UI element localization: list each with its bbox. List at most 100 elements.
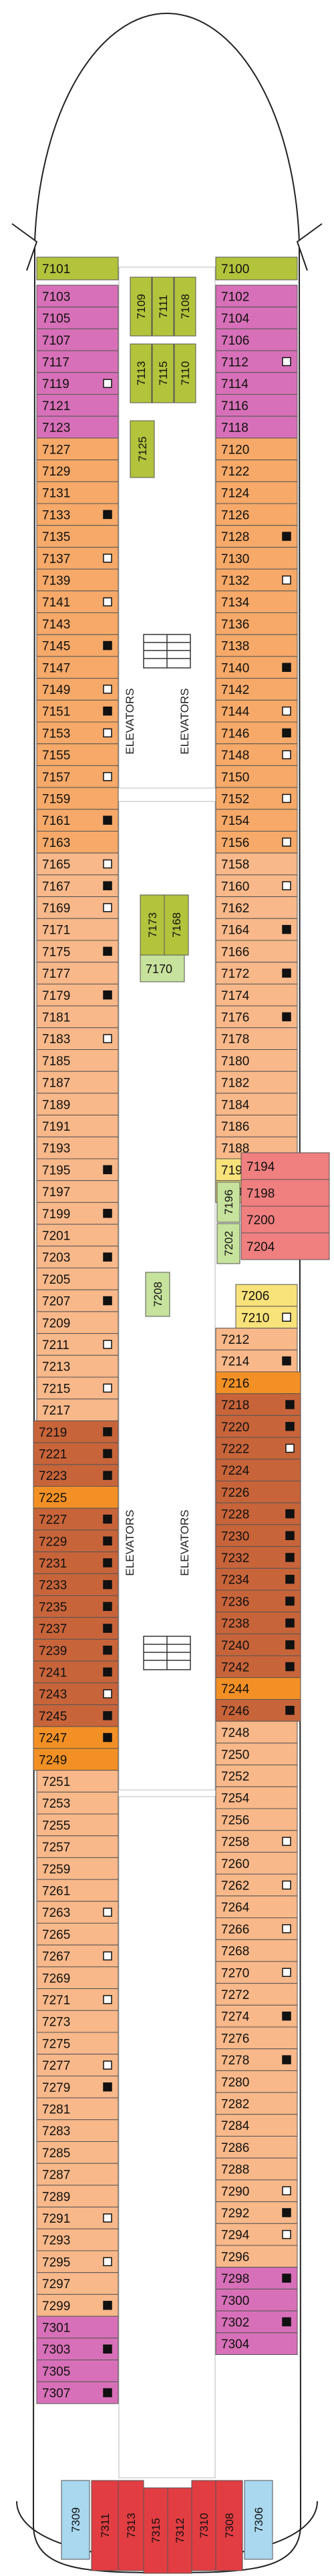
cabin-7175[interactable]: 7175 bbox=[36, 940, 119, 963]
cabin-7312[interactable]: 7312 bbox=[167, 2487, 192, 2574]
cabin-7170[interactable]: 7170 bbox=[140, 954, 185, 982]
cabin-7235[interactable]: 7235 bbox=[33, 1595, 119, 1618]
cabin-7291[interactable]: 7291 bbox=[36, 2207, 119, 2229]
cabin-7118[interactable]: 7118 bbox=[215, 415, 298, 439]
cabin-7148[interactable]: 7148 bbox=[215, 743, 298, 766]
cabin-7197[interactable]: 7197 bbox=[36, 1180, 119, 1203]
cabin-7245[interactable]: 7245 bbox=[33, 1704, 119, 1727]
cabin-7158[interactable]: 7158 bbox=[215, 852, 298, 876]
cabin-7290[interactable]: 7290 bbox=[215, 2179, 298, 2203]
cabin-7125[interactable]: 7125 bbox=[130, 420, 155, 478]
cabin-7144[interactable]: 7144 bbox=[215, 699, 298, 723]
cabin-7238[interactable]: 7238 bbox=[215, 1612, 301, 1634]
cabin-7289[interactable]: 7289 bbox=[36, 2185, 119, 2208]
cabin-7103[interactable]: 7103 bbox=[36, 285, 119, 308]
cabin-7311[interactable]: 7311 bbox=[91, 2480, 119, 2571]
cabin-7142[interactable]: 7142 bbox=[215, 678, 298, 701]
cabin-7134[interactable]: 7134 bbox=[215, 590, 298, 613]
cabin-7225[interactable]: 7225 bbox=[33, 1486, 119, 1509]
cabin-7237[interactable]: 7237 bbox=[33, 1617, 119, 1640]
cabin-7161[interactable]: 7161 bbox=[36, 809, 119, 832]
cabin-7232[interactable]: 7232 bbox=[215, 1546, 301, 1569]
cabin-7223[interactable]: 7223 bbox=[33, 1464, 119, 1487]
cabin-7295[interactable]: 7295 bbox=[36, 2250, 119, 2273]
cabin-7112[interactable]: 7112 bbox=[215, 350, 298, 373]
cabin-7120[interactable]: 7120 bbox=[215, 437, 298, 461]
cabin-7189[interactable]: 7189 bbox=[36, 1093, 119, 1116]
cabin-7277[interactable]: 7277 bbox=[36, 2054, 119, 2076]
cabin-7305[interactable]: 7305 bbox=[36, 2360, 119, 2382]
cabin-7102[interactable]: 7102 bbox=[215, 285, 298, 308]
cabin-7263[interactable]: 7263 bbox=[36, 1901, 119, 1924]
cabin-7110[interactable]: 7110 bbox=[174, 343, 196, 403]
cabin-7259[interactable]: 7259 bbox=[36, 1857, 119, 1880]
cabin-7283[interactable]: 7283 bbox=[36, 2119, 119, 2143]
cabin-7113[interactable]: 7113 bbox=[130, 343, 152, 403]
cabin-7163[interactable]: 7163 bbox=[36, 831, 119, 854]
cabin-7222[interactable]: 7222 bbox=[215, 1437, 301, 1460]
cabin-7260[interactable]: 7260 bbox=[215, 1851, 298, 1875]
cabin-7240[interactable]: 7240 bbox=[215, 1633, 301, 1656]
cabin-7157[interactable]: 7157 bbox=[36, 765, 119, 788]
cabin-7280[interactable]: 7280 bbox=[215, 2070, 298, 2093]
cabin-7293[interactable]: 7293 bbox=[36, 2228, 119, 2251]
cabin-7151[interactable]: 7151 bbox=[36, 699, 119, 723]
cabin-7230[interactable]: 7230 bbox=[215, 1524, 301, 1547]
cabin-7130[interactable]: 7130 bbox=[215, 546, 298, 570]
cabin-7219[interactable]: 7219 bbox=[33, 1420, 119, 1443]
cabin-7143[interactable]: 7143 bbox=[36, 612, 119, 635]
cabin-7254[interactable]: 7254 bbox=[215, 1786, 298, 1809]
cabin-7122[interactable]: 7122 bbox=[215, 459, 298, 482]
cabin-7187[interactable]: 7187 bbox=[36, 1071, 119, 1094]
cabin-7264[interactable]: 7264 bbox=[215, 1895, 298, 1919]
cabin-7169[interactable]: 7169 bbox=[36, 896, 119, 919]
cabin-7179[interactable]: 7179 bbox=[36, 983, 119, 1006]
cabin-7239[interactable]: 7239 bbox=[33, 1638, 119, 1662]
cabin-7195[interactable]: 7195 bbox=[36, 1158, 119, 1181]
cabin-7126[interactable]: 7126 bbox=[215, 503, 298, 526]
cabin-7199[interactable]: 7199 bbox=[36, 1202, 119, 1225]
cabin-7162[interactable]: 7162 bbox=[215, 896, 298, 919]
cabin-7156[interactable]: 7156 bbox=[215, 831, 298, 854]
cabin-7243[interactable]: 7243 bbox=[33, 1682, 119, 1706]
cabin-7258[interactable]: 7258 bbox=[215, 1830, 298, 1853]
cabin-7250[interactable]: 7250 bbox=[215, 1742, 298, 1766]
cabin-7193[interactable]: 7193 bbox=[36, 1136, 119, 1159]
cabin-7275[interactable]: 7275 bbox=[36, 2032, 119, 2055]
cabin-7109[interactable]: 7109 bbox=[130, 277, 152, 337]
cabin-7172[interactable]: 7172 bbox=[215, 962, 298, 984]
cabin-7202[interactable]: 7202 bbox=[216, 1223, 240, 1264]
cabin-7257[interactable]: 7257 bbox=[36, 1835, 119, 1858]
cabin-7121[interactable]: 7121 bbox=[36, 394, 119, 417]
cabin-7181[interactable]: 7181 bbox=[36, 1005, 119, 1029]
cabin-7205[interactable]: 7205 bbox=[36, 1268, 119, 1290]
cabin-7278[interactable]: 7278 bbox=[215, 2048, 298, 2071]
cabin-7288[interactable]: 7288 bbox=[215, 2157, 298, 2181]
cabin-7281[interactable]: 7281 bbox=[36, 2097, 119, 2121]
cabin-7303[interactable]: 7303 bbox=[36, 2338, 119, 2361]
cabin-7164[interactable]: 7164 bbox=[215, 918, 298, 941]
cabin-7213[interactable]: 7213 bbox=[36, 1354, 119, 1378]
cabin-7196[interactable]: 7196 bbox=[216, 1181, 240, 1223]
cabin-7147[interactable]: 7147 bbox=[36, 656, 119, 679]
cabin-7154[interactable]: 7154 bbox=[215, 809, 298, 832]
cabin-7308[interactable]: 7308 bbox=[215, 2480, 243, 2571]
cabin-7294[interactable]: 7294 bbox=[215, 2223, 298, 2246]
cabin-7129[interactable]: 7129 bbox=[36, 459, 119, 482]
cabin-7106[interactable]: 7106 bbox=[215, 328, 298, 351]
cabin-7135[interactable]: 7135 bbox=[36, 525, 119, 548]
cabin-7201[interactable]: 7201 bbox=[36, 1224, 119, 1247]
cabin-7269[interactable]: 7269 bbox=[36, 1966, 119, 1990]
cabin-7299[interactable]: 7299 bbox=[36, 2293, 119, 2317]
cabin-7274[interactable]: 7274 bbox=[215, 2004, 298, 2028]
cabin-7233[interactable]: 7233 bbox=[33, 1573, 119, 1596]
cabin-7114[interactable]: 7114 bbox=[215, 372, 298, 395]
cabin-7173[interactable]: 7173 bbox=[140, 894, 165, 956]
cabin-7300[interactable]: 7300 bbox=[215, 2288, 298, 2312]
cabin-7137[interactable]: 7137 bbox=[36, 546, 119, 570]
cabin-7234[interactable]: 7234 bbox=[215, 1568, 301, 1591]
cabin-7108[interactable]: 7108 bbox=[174, 277, 196, 337]
cabin-7150[interactable]: 7150 bbox=[215, 765, 298, 788]
cabin-7292[interactable]: 7292 bbox=[215, 2201, 298, 2224]
cabin-7236[interactable]: 7236 bbox=[215, 1590, 301, 1613]
